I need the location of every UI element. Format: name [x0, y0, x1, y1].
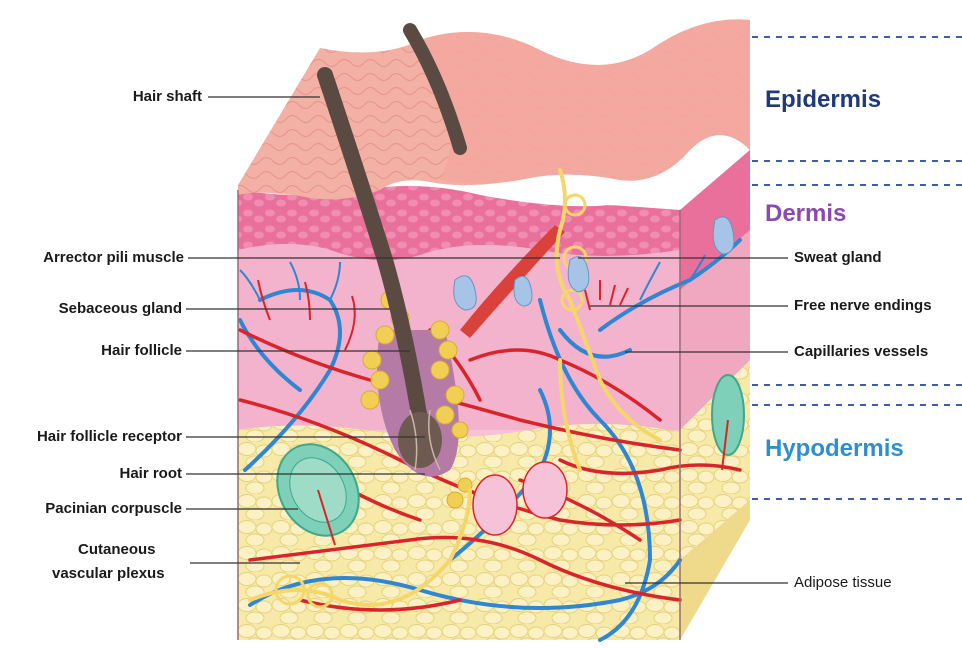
layer-dermis: Dermis — [765, 200, 846, 228]
label-sweat-gland: Sweat gland — [794, 249, 882, 267]
label-hair-follicle-receptor: Hair follicle receptor — [37, 428, 182, 446]
label-capillaries-vessels: Capillaries vessels — [794, 343, 928, 361]
label-adipose-tissue: Adipose tissue — [794, 574, 892, 592]
label-pacinian-corpuscle: Pacinian corpuscle — [45, 500, 182, 518]
label-hair-shaft: Hair shaft — [133, 88, 202, 106]
label-hair-root: Hair root — [119, 465, 182, 483]
label-sebaceous-gland: Sebaceous gland — [59, 300, 182, 318]
label-hair-follicle: Hair follicle — [101, 342, 182, 360]
label-arrector-pili-muscle: Arrector pili muscle — [43, 249, 184, 267]
label-vascular-plexus: vascular plexus — [52, 565, 165, 583]
label-free-nerve-endings: Free nerve endings — [794, 297, 932, 315]
layer-epidermis: Epidermis — [765, 86, 881, 114]
label-cutaneous: Cutaneous — [78, 541, 156, 559]
layer-hypodermis: Hypodermis — [765, 435, 904, 463]
